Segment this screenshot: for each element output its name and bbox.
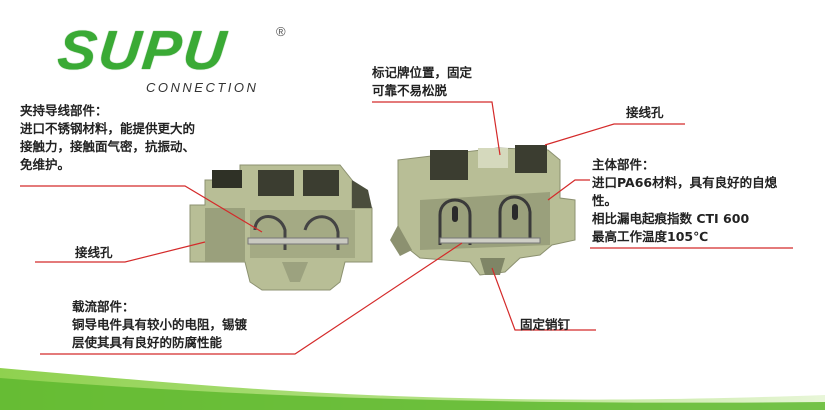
registered-mark: ®: [276, 24, 286, 39]
left-terminal-block: [189, 164, 373, 291]
current-part-line-2: 层使其具有良好的防腐性能: [72, 335, 223, 350]
body-part-line-4: 最高工作温度105℃: [592, 229, 709, 244]
marker-position-label: 标记牌位置，固定 可靠不易松脱: [372, 64, 472, 100]
body-part-line-1: 进口PA66材料，具有良好的自熄: [592, 175, 778, 190]
clamp-part-line-1: 进口不锈钢材料，能提供更大的: [20, 121, 196, 136]
clamp-part-label: 夹持导线部件： 进口不锈钢材料，能提供更大的 接触力，接触面气密，抗振动、 免维…: [20, 102, 195, 174]
body-part-line-2: 性。: [592, 193, 618, 208]
right-terminal-block: [390, 145, 576, 276]
body-part-line-3: 相比漏电起痕指数 CTI 600: [592, 211, 750, 226]
leader-lines: [20, 101, 793, 355]
logo-subtitle: CONNECTION: [146, 80, 259, 95]
current-part-label: 载流部件： 铜导电件具有较小的电阻，锡镀 层使其具有良好的防腐性能: [72, 298, 247, 352]
body-part-title: 主体部件：: [592, 157, 655, 172]
clamp-part-title: 夹持导线部件：: [20, 103, 108, 118]
current-part-title: 载流部件：: [72, 299, 135, 314]
fixing-pin-label: 固定销钉: [520, 317, 571, 332]
marker-position-line-1: 标记牌位置，固定: [372, 65, 473, 80]
wire-hole-left-label: 接线孔: [75, 245, 113, 260]
supu-logo: SUPU ® CONNECTION: [55, 20, 298, 102]
clamp-part-line-2: 接触力，接触面气密，抗振动、: [20, 139, 196, 154]
clamp-part-line-3: 免维护。: [20, 157, 71, 172]
body-part-label: 主体部件： 进口PA66材料，具有良好的自熄 性。 相比漏电起痕指数 CTI 6…: [592, 156, 777, 246]
wire-hole-right-label: 接线孔: [626, 105, 664, 120]
current-part-line-1: 铜导电件具有较小的电阻，锡镀: [72, 317, 248, 332]
marker-position-line-2: 可靠不易松脱: [372, 83, 448, 98]
